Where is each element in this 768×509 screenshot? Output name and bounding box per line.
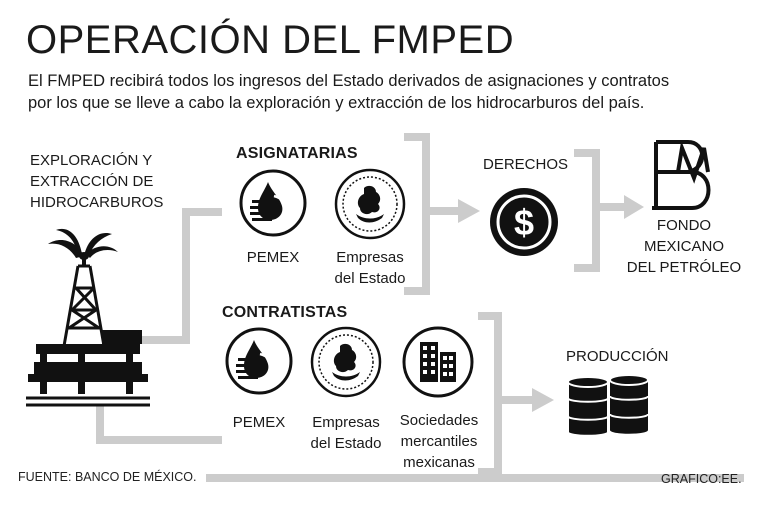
sociedades-label-line-1: Sociedades: [399, 412, 479, 429]
sociedades-label-line-2: mercantiles: [400, 433, 478, 450]
page-title: OPERACIÓN DEL FMPED: [26, 18, 515, 62]
source-label: EXPLORACIÓN Y EXTRACCIÓN DE HIDROCARBURO…: [30, 150, 163, 213]
fondo-label: FONDO MEXICANO DEL PETRÓLEO: [622, 215, 746, 278]
fondo-label-line-3: DEL PETRÓLEO: [626, 259, 742, 276]
asignatarias-pemex-label: PEMEX: [246, 249, 300, 266]
contratistas-empresas-line-1: Empresas: [312, 414, 380, 431]
asignatarias-empresas-line-2: del Estado: [334, 270, 406, 287]
arrow-to-fondo: [624, 195, 644, 219]
connector-to-contratistas: [96, 404, 222, 444]
mexican-seal-icon: [310, 326, 382, 398]
buildings-icon: [402, 326, 474, 398]
svg-text:$: $: [514, 202, 534, 243]
sociedades-label-line-3: mexicanas: [403, 454, 475, 471]
contratistas-heading: CONTRATISTAS: [222, 304, 348, 321]
contratistas-pemex-label: PEMEX: [232, 414, 286, 431]
source-label-line-1: EXPLORACIÓN Y: [30, 152, 153, 169]
contratistas-empresas-line-2: del Estado: [310, 435, 382, 452]
pemex-logo-icon: [239, 169, 307, 237]
arrow-to-derechos: [458, 199, 480, 223]
arrow-to-produccion: [532, 388, 554, 412]
oil-barrels-icon: [567, 374, 649, 437]
derechos-label: DERECHOS: [483, 156, 569, 173]
bracket-derechos: [574, 149, 600, 272]
asignatarias-empresas-line-1: Empresas: [336, 249, 404, 266]
intro-text: El FMPED recibirá todos los ingresos del…: [28, 70, 748, 114]
source-credit: FUENTE: BANCO DE MÉXICO.: [18, 470, 197, 484]
source-label-line-2: EXTRACCIÓN DE: [30, 173, 154, 190]
contratistas-empresas-label: Empresas del Estado: [298, 412, 394, 454]
connector-to-asignatarias: [132, 208, 222, 344]
bracket-contratistas: [478, 312, 502, 476]
asignatarias-heading: ASIGNATARIAS: [236, 145, 358, 162]
bracket-asignatarias: [404, 133, 430, 295]
fondo-label-line-2: MEXICANO: [643, 238, 724, 255]
graphic-credit: GRAFICO:EE.: [661, 472, 742, 486]
source-label-line-3: HIDROCARBUROS: [30, 194, 164, 211]
asignatarias-empresas-label: Empresas del Estado: [322, 247, 418, 289]
banxico-logo-icon: [652, 140, 711, 210]
intro-line-2: por los que se lleve a cabo la exploraci…: [28, 94, 645, 112]
produccion-label: PRODUCCIÓN: [566, 348, 669, 365]
sociedades-label: Sociedades mercantiles mexicanas: [392, 410, 486, 473]
pemex-logo-icon: [225, 327, 293, 395]
mexican-seal-icon: [334, 168, 406, 240]
intro-line-1: El FMPED recibirá todos los ingresos del…: [28, 72, 670, 90]
oil-rig-icon: [26, 228, 150, 407]
dollar-coin-icon: $: [490, 188, 558, 256]
fondo-label-line-1: FONDO: [656, 217, 712, 234]
